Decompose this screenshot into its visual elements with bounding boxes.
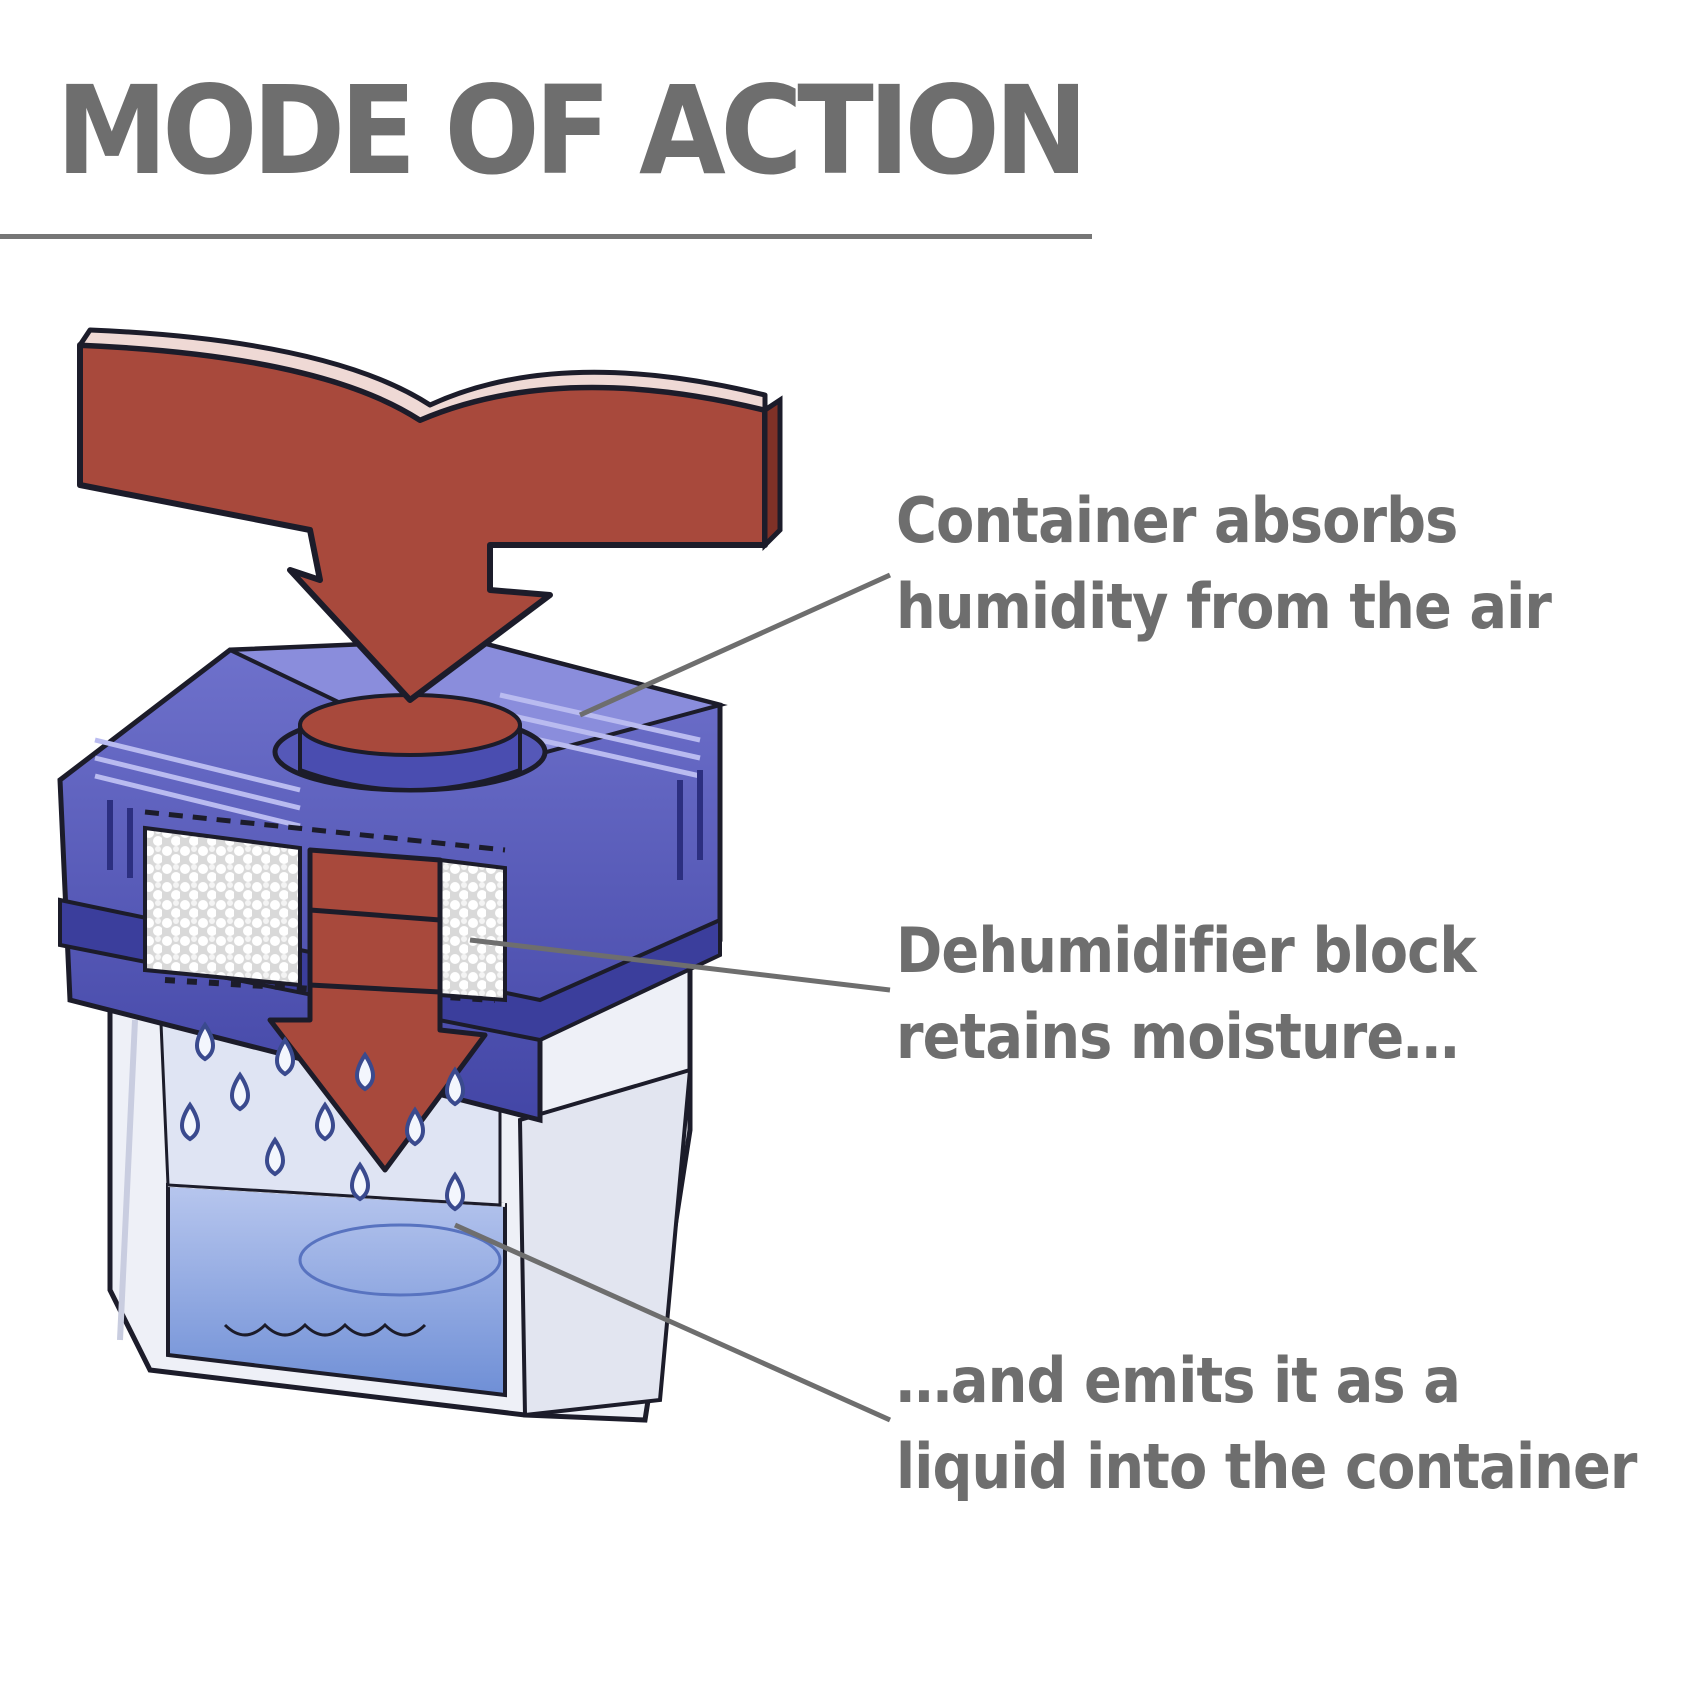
water-droplets	[180, 1021, 465, 1212]
caption-block-line2: retains moisture…	[896, 1000, 1459, 1073]
caption-liquid-line1: …and emits it as a	[896, 1344, 1461, 1417]
moisture-arrow	[267, 847, 488, 1173]
caption-liquid-line2: liquid into the container	[896, 1430, 1637, 1503]
airflow-arrow	[77, 327, 783, 703]
caption-absorb-line2: humidity from the air	[896, 570, 1552, 643]
leader-line-liquid	[453, 1222, 892, 1423]
caption-block: Dehumidifier block retains moisture…	[896, 908, 1476, 1080]
caption-absorb-line1: Container absorbs	[896, 484, 1458, 557]
leader-line-block	[469, 937, 891, 993]
leader-line-absorb	[578, 572, 892, 718]
title-underline	[0, 234, 1092, 239]
top-vent	[272, 693, 548, 793]
caption-block-line1: Dehumidifier block	[896, 914, 1476, 987]
caption-absorb: Container absorbs humidity from the air	[896, 478, 1552, 650]
leader-lines	[453, 572, 892, 1423]
page-title: MODE OF ACTION	[56, 60, 1088, 202]
caption-liquid: …and emits it as a liquid into the conta…	[896, 1338, 1637, 1510]
